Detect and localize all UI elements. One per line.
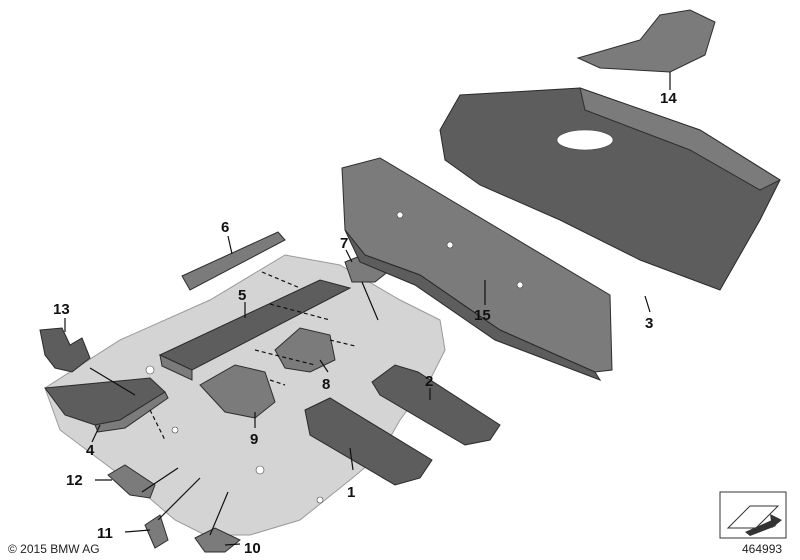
callout-7: 7 (340, 235, 348, 252)
part-12-clip (107, 464, 156, 499)
callout-5: 5 (238, 287, 246, 304)
part-3-rear-floor (439, 87, 782, 291)
callout-13: 13 (53, 301, 70, 318)
callout-15: 15 (474, 307, 491, 324)
callout-12: 12 (66, 472, 83, 489)
part-5-rail (158, 279, 352, 381)
leader-lines (64, 72, 671, 546)
part-14-rear-bracket (576, 9, 716, 73)
copyright-text: © 2015 BMW AG (8, 542, 100, 556)
callout-2: 2 (425, 373, 433, 390)
orientation-arrow-icon (719, 491, 787, 539)
callout-6: 6 (221, 219, 229, 236)
diagram-number: 464993 (742, 542, 782, 556)
part-1-longitudinal (304, 397, 433, 486)
part-4-sill (44, 377, 169, 433)
part-13-bracket (39, 327, 91, 373)
callout-labels: 1 2 3 4 5 6 7 8 9 10 11 12 13 14 15 (53, 90, 677, 557)
callout-4: 4 (86, 442, 95, 459)
callout-9: 9 (250, 431, 258, 448)
part-6-crossmember (181, 231, 286, 291)
callout-10: 10 (244, 540, 261, 557)
callout-14: 14 (660, 90, 677, 107)
part-15-cross-panel (341, 157, 613, 381)
callout-8: 8 (322, 376, 330, 393)
callout-3: 3 (645, 315, 653, 332)
part-11-clip (144, 514, 169, 549)
callout-1: 1 (347, 484, 355, 501)
part-9-seat-mount (199, 364, 276, 419)
callout-11: 11 (97, 525, 113, 542)
part-2-longitudinal (371, 364, 501, 446)
